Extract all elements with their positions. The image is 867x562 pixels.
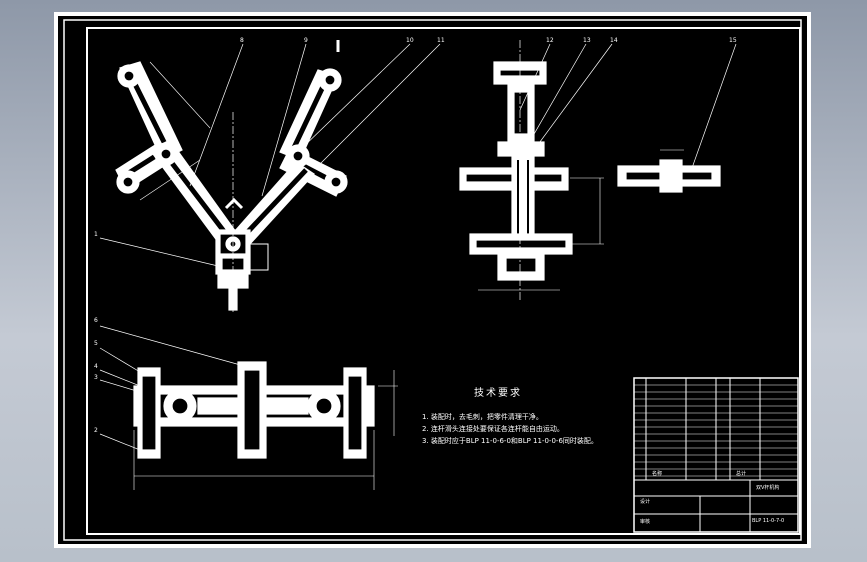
balloon-11: 11 <box>437 37 445 44</box>
tech-requirement-1: 1. 装配时，去毛刺，把零件清理干净。 <box>422 413 543 421</box>
balloon-13: 13 <box>583 37 591 44</box>
title-block-drawing-no: BLP 11-0-7-0 <box>752 518 785 524</box>
balloon-8: 8 <box>240 37 244 44</box>
title-block-design: 设计 <box>640 499 651 505</box>
title-block-check: 审核 <box>640 519 651 525</box>
title-block-drawing-name: 双V杆机构 <box>756 485 780 491</box>
balloon-15: 15 <box>729 37 737 44</box>
balloon-1: 1 <box>94 231 98 238</box>
tech-requirement-3: 3. 装配时应于BLP 11-0-6-0和BLP 11-0-0-6同时装配。 <box>422 437 598 445</box>
parts-list-rows <box>634 384 798 477</box>
balloon-14: 14 <box>610 37 618 44</box>
balloon-9: 9 <box>304 37 308 44</box>
balloon-2: 2 <box>94 427 98 434</box>
section-view <box>617 43 737 193</box>
v-linkage-front-view <box>99 40 441 312</box>
title-block-total: 总计 <box>736 471 747 477</box>
balloon-10: 10 <box>406 37 414 44</box>
tech-requirements-title: 技术要求 <box>474 388 522 399</box>
balloon-5: 5 <box>94 340 98 347</box>
balloon-6: 6 <box>94 317 98 324</box>
linkage-side-view <box>459 40 613 300</box>
tech-requirement-2: 2. 连杆滑头连接处要保证各连杆能自由运动。 <box>422 425 564 433</box>
title-block-name: 名称 <box>652 471 663 477</box>
balloon-3: 3 <box>94 374 98 381</box>
sheet-inner-black <box>58 16 807 544</box>
drawing-border <box>86 27 801 535</box>
balloon-4: 4 <box>94 363 98 370</box>
balloon-12: 12 <box>546 37 554 44</box>
linkage-top-view <box>99 325 398 490</box>
